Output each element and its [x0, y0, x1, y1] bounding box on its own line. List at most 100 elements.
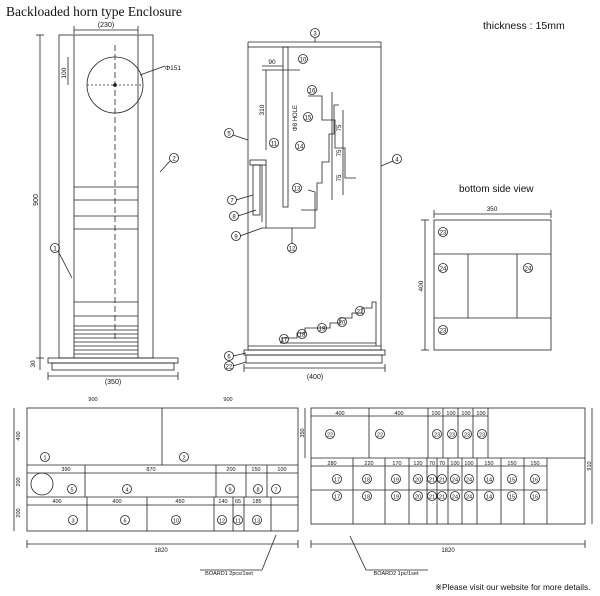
- b1-part-1: 1: [43, 456, 46, 462]
- b1-part-9: 9: [228, 488, 231, 494]
- b2-part-23c: 23: [464, 433, 470, 439]
- b1-total-width: 1820: [154, 548, 168, 554]
- b2-part-17b: 17: [334, 495, 340, 501]
- b1-part-11: 11: [235, 519, 241, 525]
- b2-part-21a: 21: [429, 478, 435, 484]
- offset-dim: 100: [61, 67, 68, 78]
- b2-total-width: 1820: [441, 548, 455, 554]
- callout-10: 10: [300, 58, 307, 64]
- b2-part-18b: 18: [364, 495, 370, 501]
- board2-cutting-plan: 400 400 100 100 100 100 22 22 23 23 23 2…: [300, 407, 593, 577]
- bottom-view-title: bottom side view: [459, 184, 534, 195]
- b1-part-8: 8: [256, 488, 259, 494]
- b2-r1-w4: 100: [446, 411, 455, 417]
- b2-r2-w5: 70: [429, 461, 435, 467]
- b2-r2-w4: 120: [413, 461, 422, 467]
- b2-part-21c: 21: [429, 495, 435, 501]
- b2-part-21b: 21: [439, 478, 445, 484]
- callout-7: 7: [230, 199, 234, 205]
- b1-r2-w5: 100: [277, 467, 286, 473]
- front-width-dim: (230): [98, 22, 114, 29]
- b2-part-15a: 15: [509, 478, 515, 484]
- callout-5: 5: [227, 132, 231, 138]
- b1-r2-w2: 870: [146, 467, 155, 473]
- b1-part-2: 2: [182, 456, 185, 462]
- board1-cutting-plan: 900 900 1 2 390 870 200 150 100 5 4 9 8 …: [13, 397, 299, 577]
- dim-310: 310: [259, 104, 266, 115]
- callout-11: 11: [271, 142, 278, 148]
- b2-part-16b: 16: [532, 495, 538, 501]
- callout-14: 14: [297, 145, 304, 151]
- callout-8: 8: [232, 215, 236, 221]
- dim-75-a: 75: [337, 124, 343, 131]
- bottom-height-dim: 400: [418, 280, 425, 291]
- b1-part-5: 5: [70, 488, 73, 494]
- b2-part-17a: 17: [334, 478, 340, 484]
- base-height-dim: 30: [30, 360, 37, 368]
- callout-21: 21: [357, 310, 364, 316]
- base-width-dim: (350): [105, 379, 121, 386]
- callout-16: 16: [309, 89, 316, 95]
- callout-1: 1: [53, 246, 57, 253]
- bottom-view-outline: [433, 219, 552, 351]
- side-view: 75 75 75 90 310 Φ8 HOLE (400) 3 10 16 15…: [224, 28, 402, 381]
- callout-2: 2: [172, 156, 176, 163]
- b1-part-4: 4: [125, 488, 128, 494]
- b1-part-12: 12: [219, 519, 225, 525]
- b1-part-6: 6: [123, 519, 126, 525]
- bottom-view: 350 400 23 24 24 23: [418, 206, 552, 351]
- callout-4: 4: [395, 158, 399, 164]
- b2-r1-w5: 100: [461, 411, 470, 417]
- side-base-width-dim: (400): [307, 374, 323, 381]
- b2-part-18a: 18: [364, 478, 370, 484]
- callout-23-top: 23: [440, 231, 447, 237]
- b2-r1-w2: 400: [394, 411, 403, 417]
- board1-driver-cutout: [30, 472, 54, 496]
- b2-r1-w3: 100: [431, 411, 440, 417]
- callout-12: 12: [289, 247, 296, 253]
- callout-3: 3: [313, 32, 317, 38]
- b1-r1-w2: 900: [223, 397, 232, 403]
- callout-13: 13: [294, 187, 301, 193]
- callout-6: 6: [227, 355, 231, 361]
- board1-outline: [26, 407, 299, 532]
- b2-part-19a: 19: [393, 478, 399, 484]
- b1-part-13: 13: [254, 519, 260, 525]
- b2-part-24d: 24: [466, 495, 472, 501]
- b2-part-23d: 23: [479, 433, 485, 439]
- b1-h-200a: 200: [16, 477, 22, 486]
- b1-r3-w5: 65: [235, 499, 241, 505]
- b2-part-20a: 20: [415, 478, 421, 484]
- board1-caption: BOARD1 2pcs/1set: [205, 571, 253, 577]
- callout-20: 20: [339, 321, 346, 327]
- b2-r1-w6: 100: [476, 411, 485, 417]
- board2-caption: BOARD2 1pc/1set: [374, 571, 419, 577]
- thickness-label: thickness : 15mm: [483, 20, 565, 32]
- b2-part-24a: 24: [452, 478, 458, 484]
- b2-part-19b: 19: [393, 495, 399, 501]
- b2-r2-w11: 150: [530, 461, 539, 467]
- b1-r3-w6: 185: [252, 499, 261, 505]
- b1-r3-w3: 450: [175, 499, 184, 505]
- b2-part-24b: 24: [466, 478, 472, 484]
- b2-part-14a: 14: [486, 478, 492, 484]
- b1-h-200b: 200: [16, 508, 22, 517]
- b2-r2-w3: 170: [392, 461, 401, 467]
- b2-part-22b: 22: [377, 433, 383, 439]
- callout-9: 9: [234, 235, 238, 241]
- b1-part-7: 7: [274, 488, 277, 494]
- b2-part-15b: 15: [509, 495, 515, 501]
- b1-r2-w4: 150: [251, 467, 260, 473]
- page-title: Backloaded horn type Enclosure: [6, 4, 182, 19]
- b2-h-350: 350: [300, 428, 306, 437]
- callout-23-bottom: 23: [440, 329, 447, 335]
- b2-r2-w10: 150: [507, 461, 516, 467]
- b1-r3-w2: 400: [112, 499, 121, 505]
- b2-part-21d: 21: [439, 495, 445, 501]
- b1-r3-w4: 140: [218, 499, 227, 505]
- callout-19: 19: [319, 327, 326, 333]
- callout-15: 15: [305, 116, 312, 122]
- dim-75-c: 75: [337, 174, 343, 181]
- b2-r2-w6: 70: [439, 461, 445, 467]
